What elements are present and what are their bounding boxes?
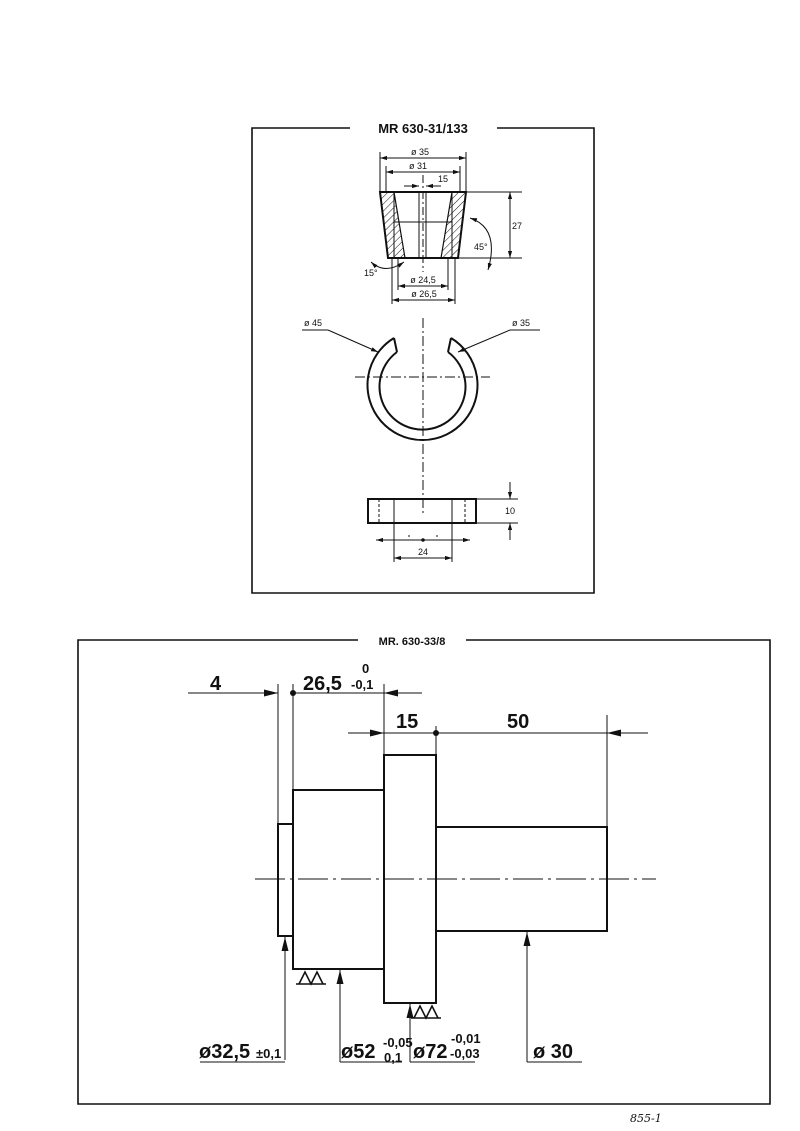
dim-top-h27: 27 — [512, 221, 522, 231]
dim-d32-5: ø32,5 — [199, 1041, 250, 1063]
shaft-diameter-callouts: ø32,5 ±0,1 ø52 -0,05 0,1 ø72 -0,01 -0,03… — [199, 932, 582, 1065]
dim-len-26-5: 26,5 — [303, 673, 342, 695]
top-drawing-frame: MR 630-31/133 — [251, 121, 595, 594]
dim-top-a15: 15° — [364, 268, 378, 278]
page-code: 855-1 — [630, 1112, 662, 1125]
dim-top-d31: ø 31 — [409, 161, 427, 171]
dim-side-w24: 24 — [418, 547, 428, 557]
stepped-shaft-view — [255, 754, 656, 1004]
dim-top-d24-5: ø 24,5 — [410, 275, 436, 285]
bushing-section-view — [378, 175, 468, 272]
dim-top-d26-5: ø 26,5 — [411, 289, 437, 299]
dim-d52-tol-upper: -0,05 — [383, 1035, 413, 1050]
dim-len-26-5-tol-lower: -0,1 — [351, 677, 373, 692]
dim-d52: ø52 — [341, 1041, 375, 1063]
dim-top-w15: 15 — [438, 174, 448, 184]
dim-top-d35: ø 35 — [411, 147, 429, 157]
dim-d72-tol-upper: -0,01 — [451, 1031, 481, 1046]
bushing-section-dimensions: ø 35 ø 31 15 27 45° 15° ø 24,5 ø 26,5 — [364, 147, 522, 304]
dim-d32-5-tol: ±0,1 — [256, 1046, 281, 1061]
dim-ring-d35: ø 35 — [512, 318, 530, 328]
bottom-drawing-title: MR. 630-33/8 — [379, 636, 446, 648]
dim-len-4: 4 — [210, 673, 222, 695]
dim-len-15: 15 — [396, 711, 418, 733]
dim-side-h10: 10 — [505, 506, 515, 516]
shaft-length-dimensions: 4 26,5 0 -0,1 15 50 — [188, 661, 648, 827]
dim-d52-tol-lower: 0,1 — [384, 1050, 402, 1065]
dim-d72: ø72 — [413, 1041, 447, 1063]
dim-d30: ø 30 — [533, 1041, 573, 1063]
dim-ring-d45: ø 45 — [304, 318, 322, 328]
dim-top-a45: 45° — [474, 242, 488, 252]
dim-len-26-5-tol-upper: 0 — [362, 661, 369, 676]
dim-len-50: 50 — [507, 711, 529, 733]
split-ring-view: ø 45 ø 35 — [302, 318, 540, 515]
ring-side-view: 10 24 — [367, 482, 518, 562]
bottom-drawing-frame: MR. 630-33/8 — [77, 636, 771, 1105]
dim-d72-tol-lower: -0,03 — [450, 1046, 480, 1061]
top-drawing-title: MR 630-31/133 — [378, 121, 468, 136]
